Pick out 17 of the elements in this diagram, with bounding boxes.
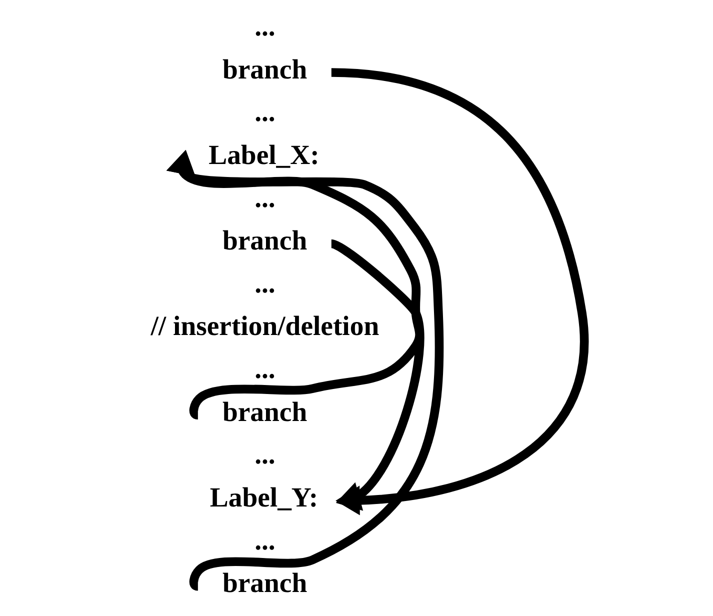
node-text: branch: [222, 224, 308, 256]
label: ...: [254, 96, 276, 128]
label: ...: [254, 438, 276, 470]
arrow: [166, 150, 424, 418]
label: ...: [254, 267, 276, 298]
node-text: branch: [222, 53, 308, 84]
node-text: Label_X:: [208, 138, 320, 170]
node-text: branch: [222, 567, 308, 598]
node-text: branch: [222, 396, 308, 427]
label: ...: [254, 524, 276, 556]
arrow: [330, 240, 424, 511]
label: ...: [254, 10, 276, 42]
label: // insertion/deletion: [150, 310, 380, 342]
label: ...: [254, 182, 276, 213]
label: ...: [254, 353, 276, 384]
arrow: [166, 150, 444, 589]
node-text: Label_Y:: [210, 481, 318, 512]
